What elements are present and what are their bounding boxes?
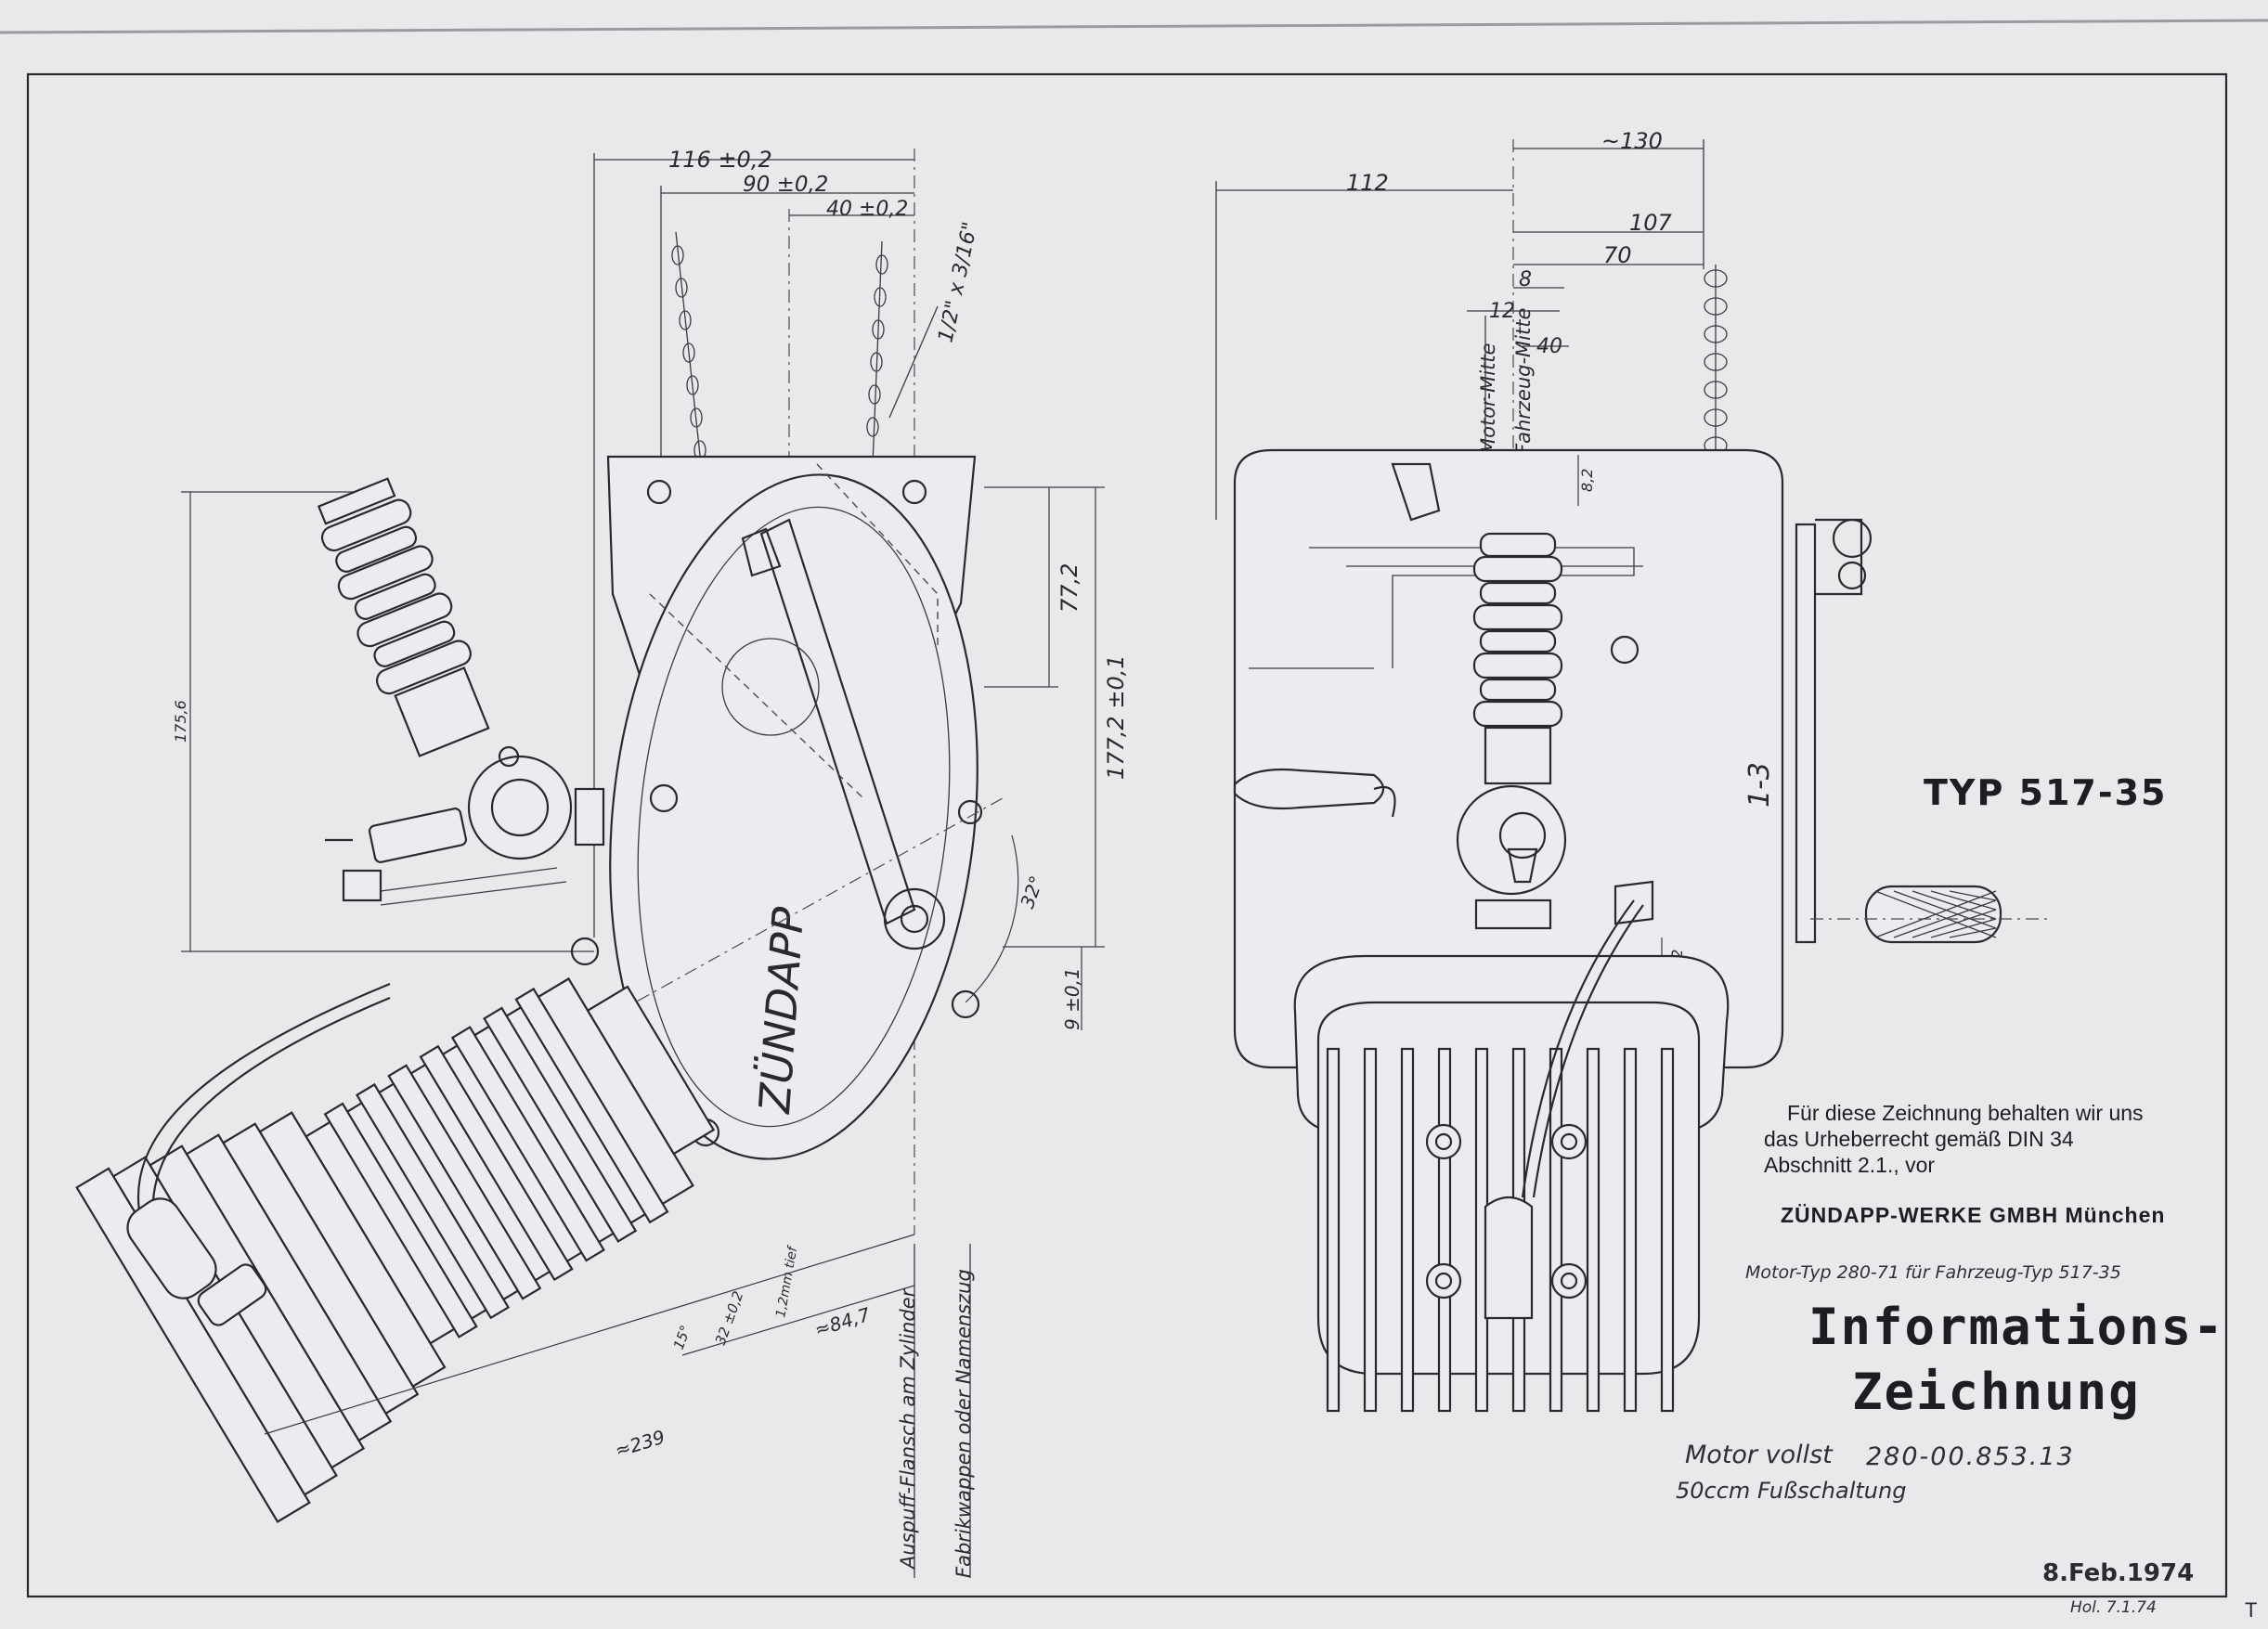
- cylinder-block: [75, 976, 716, 1523]
- ignition-cable: [1521, 899, 1635, 1198]
- dim-239-text: ≈239: [612, 1426, 667, 1462]
- right-view: 112 ~130 107 70 8 12 40 Motor-Mitte Fahr…: [1215, 128, 2052, 1413]
- bolt-hole-2: [901, 479, 927, 505]
- cable-clip: [1614, 880, 1654, 925]
- dim-70-text: 70: [1603, 242, 1632, 268]
- type-label: TYP 517-35: [1924, 772, 2168, 813]
- signature-note: Hol. 7.1.74: [2070, 1598, 2157, 1617]
- hidden-line-2: [649, 593, 864, 799]
- chain-left-b: [866, 240, 888, 465]
- mount-boss-1: [649, 783, 679, 813]
- mount-boss-2: [957, 799, 983, 825]
- kickstart-pivot: [883, 887, 946, 950]
- drawing-title-1: Informations-: [1808, 1298, 2225, 1356]
- kickstart-lever: [759, 518, 916, 925]
- angle-32-text: 32°: [1016, 873, 1048, 911]
- chain-left-a: [671, 231, 706, 465]
- dim-112-text: 112: [1346, 170, 1389, 196]
- gear-pattern-mark: 1-3: [1743, 762, 1776, 808]
- corner-mark: T: [2245, 1598, 2258, 1622]
- company-name: ZÜNDAPP-WERKE GMBH München: [1781, 1203, 2166, 1227]
- carburetor-front: [1456, 784, 1567, 896]
- dim-847-text: ≈84,7: [811, 1303, 873, 1341]
- label-fahrzeug-mitte: Fahrzeug-Mitte: [1512, 308, 1535, 455]
- copyright-line-2: das Urheberrecht gemäß DIN 34: [1764, 1127, 2074, 1151]
- dim-82-text: 8,2: [1578, 469, 1596, 492]
- mount-boss-3: [951, 989, 980, 1019]
- carb-flange: [1474, 899, 1552, 930]
- dim-40r-text: 40: [1536, 335, 1562, 358]
- dim-32-text: 32 ±0,2: [712, 1289, 747, 1348]
- hidden-line-1: [816, 463, 939, 650]
- carb-jet: [1507, 847, 1538, 884]
- dim-77-text: 77,2: [1056, 563, 1082, 613]
- dim-9-text: 9 ±0,1: [1061, 967, 1083, 1030]
- motor-type-line: Motor-Typ 280-71 für Fahrzeug-Typ 517-35: [1745, 1262, 2121, 1283]
- dim-line-847: [681, 1285, 915, 1356]
- dim-40-text: 40 ±0,2: [826, 198, 908, 221]
- kick-starter-crank: [1795, 518, 2052, 944]
- dim-175-text: 175,6: [172, 700, 189, 743]
- dim-12r-text: 12: [1489, 300, 1515, 323]
- sheet-border: [26, 72, 2228, 1598]
- label-motor-mitte: Motor-Mitte: [1477, 343, 1499, 455]
- label-flange: Auspuff-Flansch am Zylinder: [897, 1287, 919, 1571]
- spark-plug-cap: [126, 982, 391, 1326]
- spark-plug-front: [1484, 1196, 1534, 1320]
- motor-label: Motor vollst: [1685, 1441, 1833, 1469]
- carburetor: [325, 755, 605, 906]
- chain-right: [1704, 265, 1728, 459]
- dim-116-text: 116 ±0,2: [668, 147, 772, 173]
- crankcase-housing: [609, 473, 978, 1160]
- dim-line-239: [264, 1234, 915, 1435]
- drawing-title-2: Zeichnung: [1852, 1363, 2141, 1421]
- clutch-cover: [721, 638, 820, 736]
- dim-130-text: ~130: [1601, 128, 1663, 154]
- intake-bellows: [317, 477, 490, 757]
- dim-12-text: 1,2mm tief: [773, 1244, 800, 1319]
- mount-boss-5: [570, 937, 600, 966]
- copyright-line-3: Abschnitt 2.1., vor: [1764, 1153, 1936, 1177]
- dim-90-text: 90 ±0,2: [743, 173, 828, 197]
- dim-8-text: 8: [1519, 268, 1532, 291]
- left-view: 116 ±0,2 90 ±0,2 40 ±0,2 1/2" x 3/16": [75, 147, 1129, 1578]
- chain-spec-text: 1/2" x 3/16": [934, 220, 982, 344]
- dim-15-text: 15°: [670, 1323, 694, 1351]
- crankcase-inner: [637, 506, 951, 1128]
- label-emblem: Fabrikwappen oder Namenszug: [953, 1269, 975, 1578]
- housing-tab: [1391, 462, 1441, 522]
- shift-lever-end: [1373, 786, 1396, 818]
- cylinder-fins-front: [1326, 1047, 1675, 1413]
- carb-screw: [498, 745, 520, 768]
- kickstart-pivot-inner: [900, 904, 929, 934]
- dim-107-text: 107: [1629, 210, 1673, 236]
- dim-177-text: 177,2 ±0,1: [1103, 654, 1129, 780]
- bolt-hole-1: [646, 479, 672, 505]
- sheet-edge-top: [0, 19, 2268, 34]
- chain-leader: [888, 305, 939, 419]
- angle-arc: [965, 834, 1019, 1003]
- head-nuts: [1425, 1123, 1588, 1299]
- intake-bellows-front: [1472, 532, 1563, 785]
- carb-bowl: [1498, 811, 1547, 860]
- spec-line: 50ccm Fußschaltung: [1676, 1478, 1907, 1504]
- copyright-line-1: Für diese Zeichnung behalten wir uns: [1787, 1101, 2144, 1125]
- lever-tip: [741, 527, 782, 577]
- part-number: 280-00.853.13: [1866, 1442, 2075, 1471]
- date-stamp: 8.Feb.1974: [2042, 1559, 2195, 1587]
- housing-bolt: [1610, 635, 1639, 665]
- shift-lever: [1233, 768, 1385, 810]
